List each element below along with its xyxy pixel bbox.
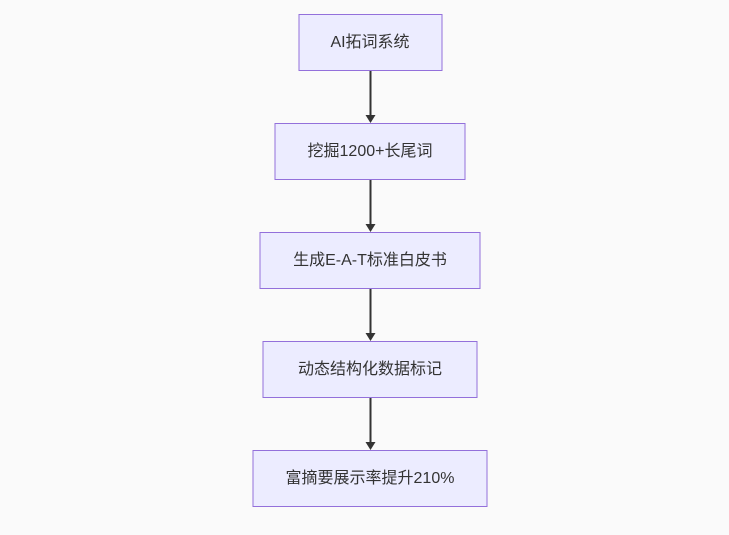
arrowhead-down-icon bbox=[365, 442, 375, 450]
flow-node-ai-word-expansion: AI拓词系统 bbox=[298, 14, 442, 71]
arrow-line bbox=[369, 71, 371, 115]
arrowhead-down-icon bbox=[365, 115, 375, 123]
flow-node-rich-snippet-uplift: 富摘要展示率提升210% bbox=[252, 450, 488, 507]
flow-node-structured-data-markup: 动态结构化数据标记 bbox=[262, 341, 478, 398]
flow-node-longtail-mining: 挖掘1200+长尾词 bbox=[274, 123, 466, 180]
arrow-line bbox=[369, 289, 371, 333]
arrow-line bbox=[369, 180, 371, 224]
flow-arrow-4 bbox=[365, 398, 375, 450]
flow-arrow-1 bbox=[365, 71, 375, 123]
flow-arrow-2 bbox=[365, 180, 375, 232]
flow-arrow-3 bbox=[365, 289, 375, 341]
flowchart: AI拓词系统 挖掘1200+长尾词 生成E-A-T标准白皮书 动态结构化数据标记… bbox=[252, 14, 488, 507]
arrowhead-down-icon bbox=[365, 333, 375, 341]
flow-node-eat-whitepaper: 生成E-A-T标准白皮书 bbox=[259, 232, 481, 289]
arrowhead-down-icon bbox=[365, 224, 375, 232]
arrow-line bbox=[369, 398, 371, 442]
